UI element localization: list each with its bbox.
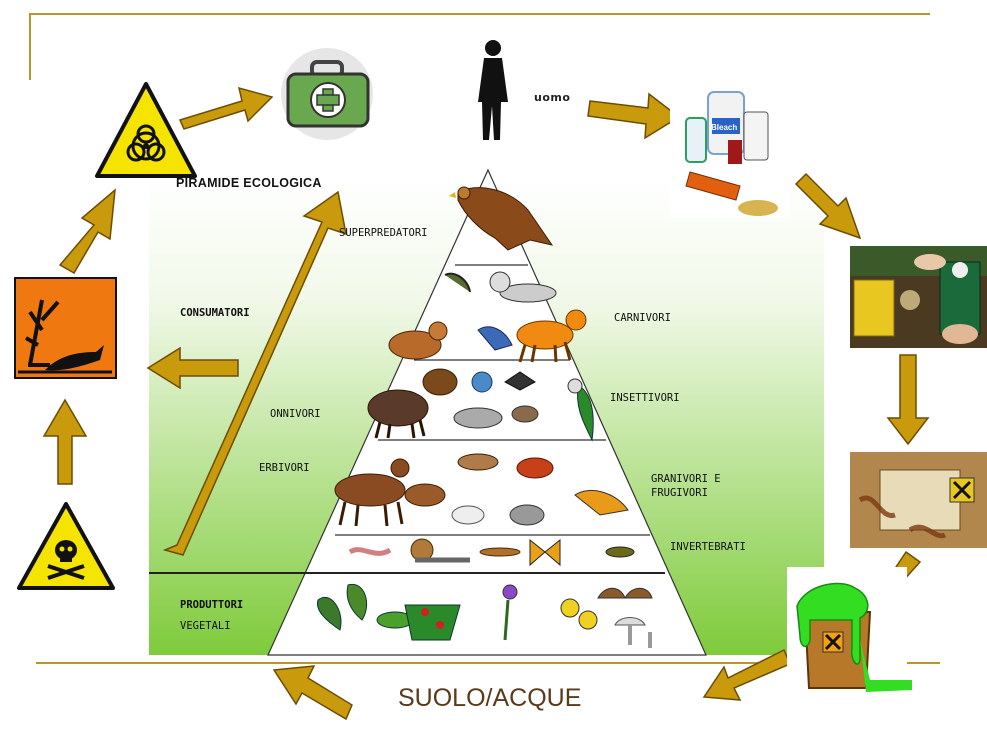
arrow-hazard-to-biohazard-icon: [58, 188, 116, 275]
label-producers: PRODUTTORI: [180, 599, 244, 611]
label-omnivores: ONNIVORI: [270, 408, 321, 420]
producers-plants-icon: [316, 583, 653, 648]
superpredator-eagle-icon: [449, 186, 554, 251]
label-superpredators: SUPERPREDATORI: [339, 227, 428, 239]
arrow-chemicals-to-fertilizer-icon: [794, 172, 862, 240]
label-insectivores: INSETTIVORI: [610, 392, 680, 404]
label-vegetables: VEGETALI: [180, 620, 231, 632]
arrow-soil-to-pyramid-icon: [272, 665, 353, 721]
human-label: uomo: [534, 91, 571, 104]
label-frugivores: FRUGIVORI: [651, 487, 708, 499]
arrow-fertilizer-to-barrel-icon: [886, 354, 930, 446]
diagram-title: PIRAMIDE ECOLOGICA: [176, 176, 322, 190]
arrow-skull-to-hazard-icon: [42, 398, 88, 485]
arrow-consumers-to-hazard-icon: [146, 346, 239, 390]
bleach-bottle-label: Bleach: [711, 123, 738, 132]
label-carnivores: CARNIVORI: [614, 312, 671, 324]
arrow-human-to-chemicals-icon: [587, 92, 681, 140]
carnivores-icon: [388, 271, 587, 363]
insectivores-omnivores-icon: [367, 368, 594, 442]
human-silhouette-icon: [478, 40, 508, 140]
first-aid-kit-icon: [281, 48, 373, 140]
invertebrates-icon: [348, 538, 635, 567]
toxic-skull-icon: [17, 502, 115, 590]
label-invertebrates: INVERTEBRATI: [670, 541, 746, 553]
arrow-biohazard-to-firstaid-icon: [178, 86, 274, 130]
fertilizer-bags-icon: [850, 246, 987, 348]
herbivores-icon: [334, 453, 629, 527]
rusty-barrel-icon: [850, 452, 987, 548]
leaking-toxic-barrel-icon: [787, 567, 912, 692]
label-granivores: GRANIVORI E: [651, 473, 721, 485]
arrow-toxicbarrel-to-soil-icon: [702, 648, 791, 701]
household-chemicals-icon: [670, 86, 790, 218]
biohazard-icon: [95, 82, 197, 178]
soil-water-label: SUOLO/ACQUE: [398, 684, 582, 712]
label-herbivores: ERBIVORI: [259, 462, 310, 474]
environmental-hazard-icon: [14, 277, 117, 379]
bioaccumulation-arrow-icon: [162, 190, 347, 556]
label-consumers: CONSUMATORI: [180, 307, 250, 319]
